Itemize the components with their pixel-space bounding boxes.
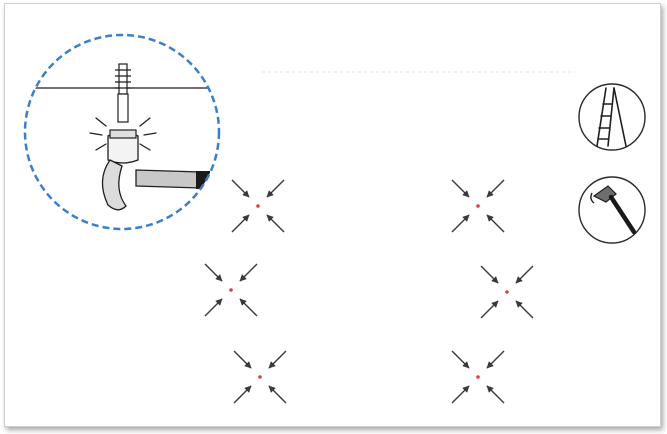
drill-point-dot [476,204,480,208]
drill-point-marker [452,180,504,232]
pointer-arrow [516,266,533,283]
drill-point-dot [476,375,480,379]
drill-point-markers [205,180,533,403]
pointer-arrow [267,180,284,197]
pointer-arrow [452,351,469,368]
pointer-arrow [452,386,469,403]
tool-ladder [579,84,645,150]
pointer-arrow [232,215,249,232]
pointer-arrow [232,180,249,197]
drill-point-dot [258,375,262,379]
pointer-arrow [481,301,498,318]
pointer-arrow [240,264,257,281]
pointer-arrow [234,351,251,368]
pointer-arrow [269,386,286,403]
pointer-arrow [452,215,469,232]
drill-point-marker [452,351,504,403]
pointer-arrow [205,264,222,281]
pointer-arrow [481,266,498,283]
pointer-arrow [516,301,533,318]
drill-point-dot [256,204,260,208]
pointer-arrow [452,180,469,197]
drill-point-dot [229,288,233,292]
pointer-arrow [269,351,286,368]
pointer-arrow [487,180,504,197]
pointer-arrow [267,215,284,232]
pointer-arrow [240,299,257,316]
pointer-arrow [234,386,251,403]
detail-callout [20,35,224,229]
drill-point-dot [505,290,509,294]
drill-point-marker [234,351,286,403]
pointer-arrow [487,351,504,368]
drill-point-marker [232,180,284,232]
drill-point-marker [481,266,533,318]
pointer-arrow [487,386,504,403]
tool-hammer [579,177,645,243]
drill-point-marker [205,264,257,316]
pointer-arrow [487,215,504,232]
pointer-arrow [205,299,222,316]
